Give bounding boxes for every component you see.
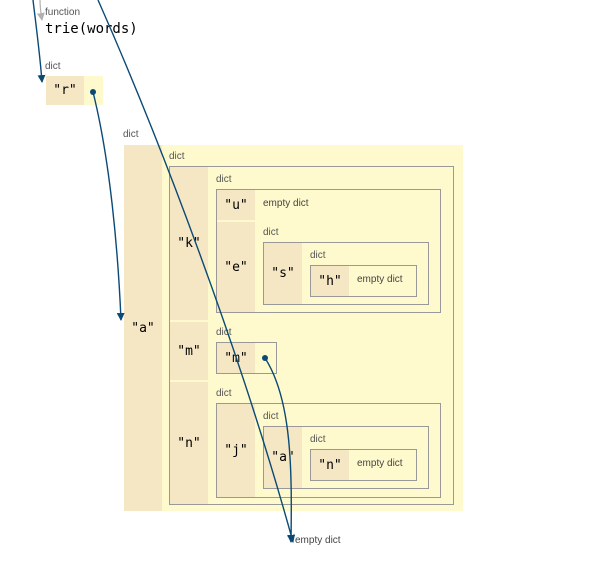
dict-ue-key-u[interactable]: "u" bbox=[217, 190, 255, 220]
root-dict-type-label: dict bbox=[45, 61, 61, 72]
frame-name: trie(words) bbox=[45, 21, 138, 37]
dict-kmn-key-m[interactable]: "m" bbox=[170, 322, 208, 380]
dict-n2-key[interactable]: "n" bbox=[311, 450, 349, 480]
dict-s-key[interactable]: "s" bbox=[264, 243, 302, 304]
dict-a-key[interactable]: "a" bbox=[124, 145, 162, 511]
m-to-empty-dict-arrow bbox=[264, 357, 296, 543]
dict-h-type-label: dict bbox=[310, 250, 326, 261]
dict-ue-type-label: dict bbox=[216, 174, 232, 185]
dict-kmn-key-n[interactable]: "n" bbox=[170, 382, 208, 504]
dict-ue-u-empty-value: empty dict bbox=[263, 198, 309, 209]
dict-j-key[interactable]: "j" bbox=[217, 404, 255, 497]
dict-m-type-label: dict bbox=[216, 327, 232, 338]
dict-j-type-label: dict bbox=[216, 388, 232, 399]
dict-n2-empty-value: empty dict bbox=[357, 458, 403, 469]
dict-n2-type-label: dict bbox=[310, 434, 326, 445]
dict-ue-key-e[interactable]: "e" bbox=[217, 222, 255, 312]
r-to-dict-a-arrow bbox=[92, 91, 125, 321]
dict-h-key[interactable]: "h" bbox=[311, 266, 349, 296]
dict-h-empty-value: empty dict bbox=[357, 274, 403, 285]
shared-empty-dict[interactable]: empty dict bbox=[295, 535, 341, 546]
dict-a2-type-label: dict bbox=[263, 411, 279, 422]
dict-kmn-type-label: dict bbox=[169, 151, 185, 162]
dict-s-type-label: dict bbox=[263, 227, 279, 238]
root-key-r[interactable]: "r" bbox=[46, 76, 84, 105]
root-dict-arrow bbox=[32, 0, 46, 83]
frame-incoming-arrow bbox=[36, 0, 45, 21]
dict-a2-key[interactable]: "a" bbox=[264, 427, 302, 488]
frame-type-label: function bbox=[45, 7, 81, 18]
long-arrow-to-empty-dict bbox=[97, 0, 295, 543]
dict-a-type-label: dict bbox=[123, 129, 139, 140]
